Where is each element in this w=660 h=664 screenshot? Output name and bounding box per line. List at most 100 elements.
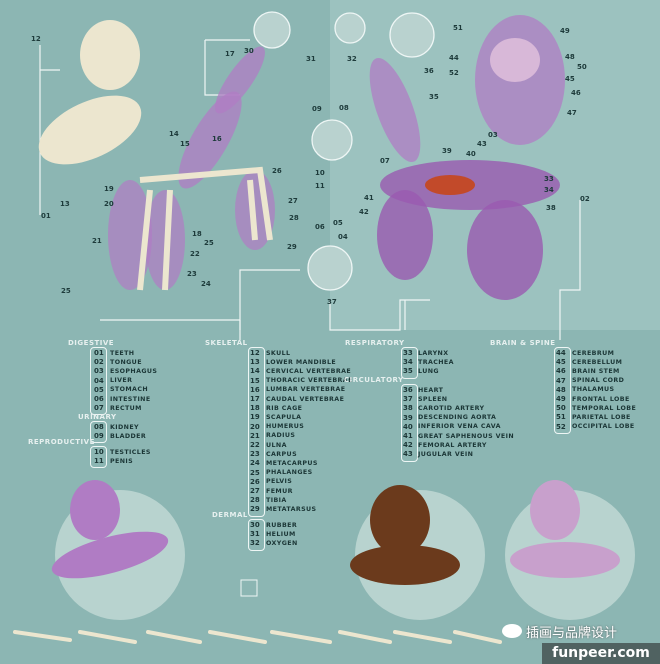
legend-group-label: RESPIRATORY	[345, 339, 405, 347]
callout-number: 11	[315, 182, 325, 190]
legend-item-name: Pelvis	[266, 478, 293, 486]
legend-number: 40	[403, 422, 413, 431]
legend-item-name: Cerebellum	[572, 358, 623, 366]
callout-number: 45	[565, 75, 575, 83]
legend-group-label: DIGESTIVE	[68, 339, 115, 347]
legend-item-name: Phalanges	[266, 469, 313, 477]
legend-number: 04	[94, 376, 104, 385]
legend-number: 27	[250, 487, 260, 495]
legend-number: 43	[403, 450, 413, 459]
legend-number: 08	[94, 423, 104, 431]
legend-item-name: Rib Cage	[266, 404, 303, 412]
legend-number: 34	[403, 358, 413, 367]
callout-number: 50	[577, 63, 587, 71]
legend-number: 49	[556, 395, 566, 403]
legend-item-name: Intestine	[110, 395, 151, 403]
legend-item-name: Femoral Artery	[418, 441, 487, 449]
callout-number: 35	[429, 93, 439, 101]
legend-number: 09	[94, 432, 104, 441]
legend-bracket	[248, 347, 265, 517]
legend-number: 16	[250, 385, 260, 394]
legend-number: 52	[556, 422, 566, 431]
legend-number: 28	[250, 496, 260, 505]
callout-number: 52	[449, 69, 459, 77]
callout-number: 19	[104, 185, 114, 193]
callout-number: 08	[339, 104, 349, 112]
callout-number: 02	[580, 195, 590, 203]
legend-item-name: Jugular Vein	[418, 450, 474, 458]
callout-number: 26	[272, 167, 282, 175]
bottom-balloon-dogs	[51, 480, 635, 620]
legend-number: 31	[250, 530, 260, 539]
legend-item-name: Metatarsus	[266, 505, 317, 513]
legend-item-name: Teeth	[110, 349, 135, 357]
legend-number: 02	[94, 358, 104, 367]
legend-bracket	[90, 347, 107, 416]
legend-number: 30	[250, 521, 260, 529]
callout-number: 51	[453, 24, 463, 32]
legend-number: 20	[250, 422, 260, 431]
legend-number: 11	[94, 457, 104, 466]
legend-item-name: Lower Mandible	[266, 358, 337, 366]
callout-number: 25	[204, 239, 214, 247]
callout-number: 28	[289, 214, 299, 222]
legend-item-name: Ulna	[266, 441, 287, 449]
legend-bracket	[248, 519, 265, 551]
legend-item-name: Esophagus	[110, 367, 158, 375]
legend-bracket	[90, 446, 107, 469]
legend-number: 17	[250, 395, 260, 403]
legend-number: 48	[556, 385, 566, 394]
callout-number: 32	[347, 55, 357, 63]
callout-number: 31	[306, 55, 316, 63]
watermark-wechat-text: 插画与品牌设计	[526, 626, 618, 641]
legend-item-name: Thalamus	[572, 386, 615, 394]
legend-group-label: REPRODUCTIVE	[28, 438, 95, 446]
legend-number: 21	[250, 431, 260, 440]
legend-number: 42	[403, 441, 413, 450]
callout-number: 41	[364, 194, 374, 202]
legend-number: 14	[250, 367, 260, 376]
callout-number: 36	[424, 67, 434, 75]
detail-circles	[253, 11, 435, 291]
legend-number: 32	[250, 539, 260, 548]
callout-number: 15	[180, 140, 190, 148]
callout-number: 20	[104, 200, 114, 208]
legend-number: 13	[250, 358, 260, 367]
callout-number: 22	[190, 250, 200, 258]
callout-number: 40	[466, 150, 476, 158]
callout-number: 05	[333, 219, 343, 227]
legend-number: 41	[403, 432, 413, 440]
callout-number: 07	[380, 157, 390, 165]
callout-number: 37	[327, 298, 337, 306]
legend-item-name: Helium	[266, 530, 296, 538]
legend-item-name: Penis	[110, 457, 134, 465]
legend-item-name: Lung	[418, 367, 439, 375]
legend-item-name: Skull	[266, 349, 291, 357]
legend-number: 45	[556, 358, 566, 367]
callout-number: 43	[477, 140, 487, 148]
legend-item-name: Humerus	[266, 423, 305, 431]
legend-item-name: Larynx	[418, 349, 449, 357]
callout-number: 33	[544, 175, 554, 183]
legend-group-label: BRAIN & SPINE	[490, 339, 556, 347]
legend-item-name: Cerebrum	[572, 349, 615, 357]
balloon-sequence-strip	[13, 630, 502, 644]
legend-item-name: Radius	[266, 432, 296, 440]
organ-balloon-dog-illustration	[369, 15, 565, 300]
legend-number: 01	[94, 349, 104, 357]
legend-item-name: Parietal Lobe	[572, 413, 631, 421]
callout-number: 34	[544, 186, 554, 194]
legend-item-name: Temporal Lobe	[572, 404, 637, 412]
legend-item-name: Occipital Lobe	[572, 423, 635, 431]
legend-number: 18	[250, 404, 260, 413]
legend-item-name: Trachea	[418, 358, 454, 366]
legend-item-name: Kidney	[110, 423, 139, 431]
callout-number: 49	[560, 27, 570, 35]
callout-number: 13	[60, 200, 70, 208]
legend-item-name: Carpus	[266, 450, 298, 458]
callout-number: 18	[192, 230, 202, 238]
legend-item-name: Frontal Lobe	[572, 395, 630, 403]
callout-number: 25	[61, 287, 71, 295]
legend-group-label: CIRCULATORY	[344, 376, 404, 384]
